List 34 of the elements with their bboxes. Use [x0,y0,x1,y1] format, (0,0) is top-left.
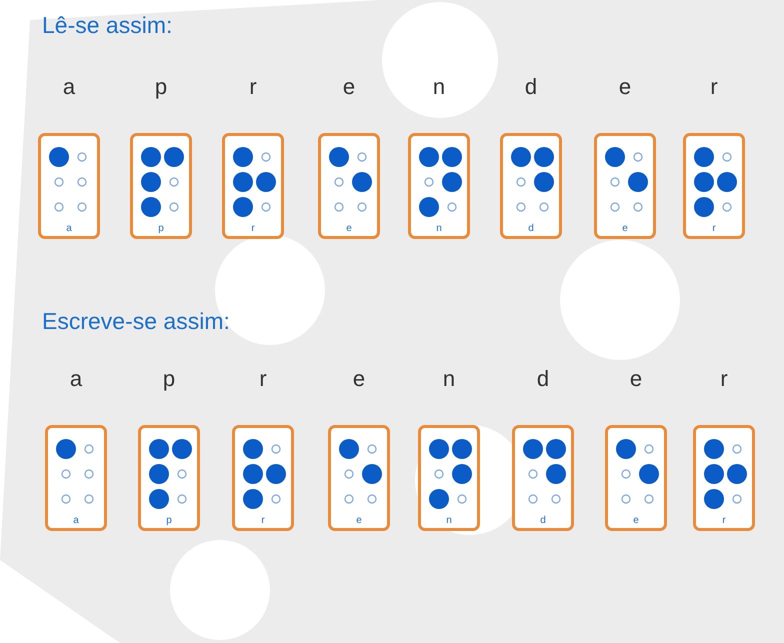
section-heading: Lê-se assim: [42,12,172,39]
cell-letter: d [539,515,547,526]
letter-label: r [719,366,729,392]
section-heading: Escreve-se assim: [42,308,230,335]
letter-label: a [62,74,76,100]
letter-label: d [536,366,550,392]
letter-label: r [709,74,719,100]
letter-label: r [248,74,258,100]
letter-label: e [628,366,644,392]
cell-letter: p [165,515,173,526]
letter-label: r [258,366,268,392]
cell-letter: e [621,223,629,234]
cell-letter: p [157,223,165,234]
cell-letter: r [250,223,256,234]
cell-letter: e [632,515,640,526]
letter-label: e [342,74,356,100]
cell-letter: d [527,223,535,234]
cell-letter: a [72,515,80,526]
letter-label: e [352,366,366,392]
letter-label: p [154,74,168,100]
cell-letter: n [445,515,453,526]
cell-letter: a [65,223,73,234]
letter-label: d [524,74,538,100]
letter-label: n [432,74,446,100]
letter-label: a [68,366,84,392]
cell-letter: r [260,515,266,526]
letter-label: e [618,74,632,100]
letter-label: p [162,366,176,392]
cell-letter: e [345,223,353,234]
letter-label: n [442,366,456,392]
cell-letter: r [721,515,727,526]
cell-letter: e [355,515,363,526]
cell-letter: n [435,223,443,234]
cell-letter: r [711,223,717,234]
